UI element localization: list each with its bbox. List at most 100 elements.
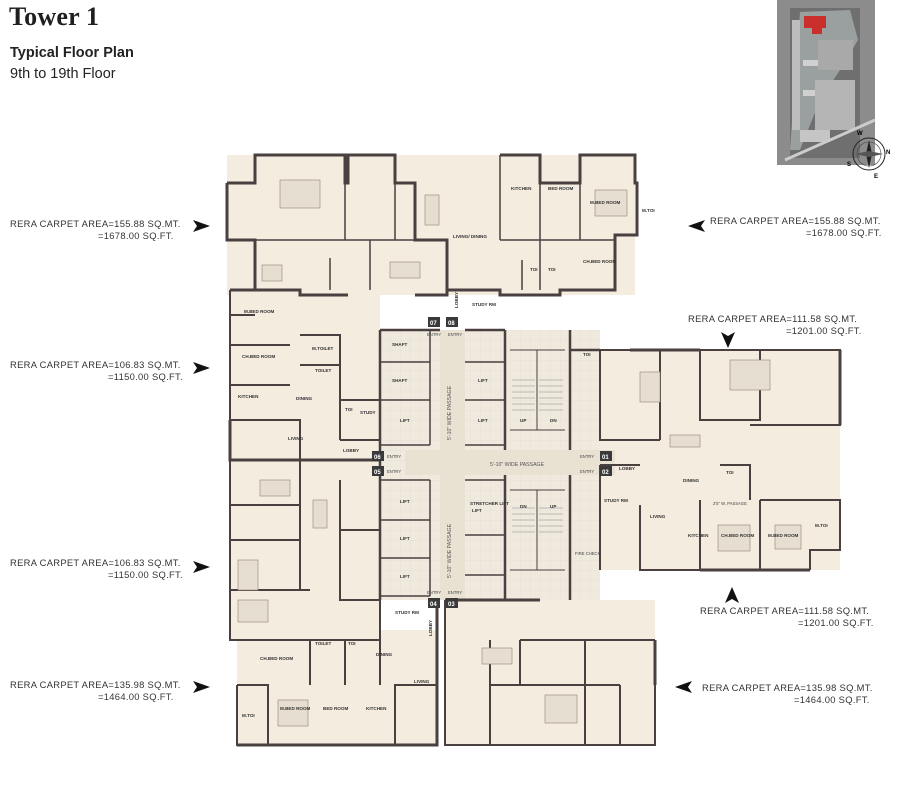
callout-right-lower: RERA CARPET AREA=111.58 SQ.MT. =1201.00 … [700, 605, 874, 629]
svg-text:STUDY RM: STUDY RM [604, 498, 628, 503]
svg-text:03: 03 [448, 602, 455, 608]
arrow-right-icon [193, 681, 210, 693]
svg-text:5'-10" WIDE PASSAGE: 5'-10" WIDE PASSAGE [447, 385, 453, 440]
callout-top-right: RERA CARPET AREA=155.88 SQ.MT. =1678.00 … [710, 215, 882, 239]
svg-text:LIFT: LIFT [478, 418, 488, 423]
svg-text:ENTRY: ENTRY [580, 454, 594, 459]
svg-text:LIVING: LIVING [414, 679, 430, 684]
svg-text:STRETCHER LIFT: STRETCHER LIFT [470, 501, 509, 506]
floor-range: 9th to 19th Floor [10, 66, 116, 82]
svg-text:TOI: TOI [345, 407, 353, 412]
svg-text:TOI: TOI [726, 470, 734, 475]
callout-right-upper: RERA CARPET AREA=111.58 SQ.MT. =1201.00 … [688, 313, 862, 337]
svg-text:LOBBY: LOBBY [454, 292, 459, 308]
svg-text:KITCHEN: KITCHEN [511, 186, 532, 191]
callout-left-lower: RERA CARPET AREA=106.83 SQ.MT. =1150.00 … [10, 557, 183, 581]
svg-text:TOI: TOI [548, 267, 556, 272]
stair-treads [512, 379, 563, 533]
svg-text:ENTRY: ENTRY [427, 590, 441, 595]
svg-text:CH.BED ROOM: CH.BED ROOM [583, 259, 616, 264]
svg-text:LIFT: LIFT [400, 574, 410, 579]
arrow-down-icon [721, 332, 735, 348]
svg-text:M.TOILET: M.TOILET [312, 346, 334, 351]
svg-text:5'-10" WIDE PASSAGE: 5'-10" WIDE PASSAGE [490, 462, 545, 468]
callout-top-left: RERA CARPET AREA=155.88 SQ.MT. =1678.00 … [10, 218, 181, 242]
svg-text:LIVING/ DINING: LIVING/ DINING [453, 234, 487, 239]
svg-text:BED ROOM: BED ROOM [323, 706, 348, 711]
callout-bottom-right: RERA CARPET AREA=135.98 SQ.MT. =1464.00 … [702, 682, 873, 706]
svg-text:SHAFT: SHAFT [392, 378, 408, 383]
carpet-area-sqft: =1150.00 SQ.FT. [108, 569, 183, 580]
svg-text:CH.BED ROOM: CH.BED ROOM [260, 656, 293, 661]
arrow-left-icon [675, 681, 692, 693]
svg-text:TOI: TOI [348, 641, 356, 646]
svg-text:LOBBY: LOBBY [619, 466, 635, 471]
svg-text:ENTRY: ENTRY [387, 454, 401, 459]
carpet-area-sqft: =1678.00 SQ.FT. [806, 227, 882, 238]
svg-text:04: 04 [430, 602, 437, 608]
svg-text:M.BED ROOM: M.BED ROOM [244, 309, 275, 314]
svg-text:08: 08 [448, 321, 455, 327]
svg-text:UP: UP [520, 418, 526, 423]
svg-text:STUDY RM: STUDY RM [472, 302, 496, 307]
svg-text:KITCHEN: KITCHEN [688, 533, 709, 538]
svg-text:FIRE CHECK: FIRE CHECK [575, 551, 601, 556]
svg-text:LOBBY: LOBBY [343, 448, 359, 453]
svg-text:2'5" W. PASSAGE: 2'5" W. PASSAGE [713, 501, 747, 506]
svg-text:LOBBY: LOBBY [428, 620, 433, 636]
arrow-right-icon [193, 220, 210, 232]
svg-text:ENTRY: ENTRY [387, 469, 401, 474]
svg-text:LIFT: LIFT [472, 508, 482, 513]
arrow-up-icon [725, 587, 739, 603]
carpet-area-sqft: =1201.00 SQ.FT. [786, 325, 862, 336]
svg-text:ENTRY: ENTRY [427, 332, 441, 337]
svg-text:ENTRY: ENTRY [448, 332, 462, 337]
carpet-area-sqmt: RERA CARPET AREA=111.58 SQ.MT. [688, 313, 858, 324]
svg-text:TOILET: TOILET [315, 641, 331, 646]
carpet-area-sqmt: RERA CARPET AREA=106.83 SQ.MT. [10, 359, 181, 370]
passage-vertical [440, 330, 465, 600]
svg-text:TOILET: TOILET [315, 368, 331, 373]
room-labels: KITCHEN BED ROOM M.BED ROOM M.TOI LIVING… [238, 186, 828, 718]
svg-text:LIFT: LIFT [400, 499, 410, 504]
callout-arrows [193, 220, 739, 693]
svg-text:KITCHEN: KITCHEN [238, 394, 259, 399]
svg-text:TOI: TOI [583, 352, 591, 357]
carpet-area-sqmt: RERA CARPET AREA=155.88 SQ.MT. [710, 215, 881, 226]
svg-text:06: 06 [374, 455, 381, 461]
svg-text:DINING: DINING [376, 652, 393, 657]
svg-text:SHAFT: SHAFT [392, 342, 408, 347]
svg-text:07: 07 [430, 321, 437, 327]
callout-left-upper: RERA CARPET AREA=106.83 SQ.MT. =1150.00 … [10, 359, 183, 383]
svg-text:M.BED ROOM: M.BED ROOM [280, 706, 311, 711]
svg-text:01: 01 [602, 455, 609, 461]
carpet-area-sqft: =1678.00 SQ.FT. [98, 230, 174, 241]
plan-subtitle: Typical Floor Plan [10, 45, 134, 61]
carpet-area-sqmt: RERA CARPET AREA=111.58 SQ.MT. [700, 605, 870, 616]
arrow-left-icon [688, 220, 705, 232]
svg-text:STUDY: STUDY [360, 410, 376, 415]
svg-text:CH.BED ROOM: CH.BED ROOM [721, 533, 754, 538]
svg-text:TOI: TOI [530, 267, 538, 272]
walls [225, 153, 842, 747]
arrow-right-icon [193, 561, 210, 573]
svg-text:UP: UP [550, 504, 556, 509]
furniture [237, 179, 802, 727]
svg-text:CH.BED ROOM: CH.BED ROOM [242, 354, 275, 359]
carpet-area-sqft: =1201.00 SQ.FT. [798, 617, 874, 628]
svg-text:LIFT: LIFT [400, 418, 410, 423]
callout-bottom-left: RERA CARPET AREA=135.98 SQ.MT. =1464.00 … [10, 679, 181, 703]
svg-text:LIVING: LIVING [650, 514, 666, 519]
carpet-area-sqmt: RERA CARPET AREA=135.98 SQ.MT. [702, 682, 873, 693]
svg-text:M.TOI: M.TOI [242, 713, 255, 718]
carpet-area-sqmt: RERA CARPET AREA=135.98 SQ.MT. [10, 679, 181, 690]
page-title: Tower 1 [9, 2, 100, 31]
carpet-area-sqmt: RERA CARPET AREA=155.88 SQ.MT. [10, 218, 181, 229]
entry-tags: 07 08 ENTRY ENTRY 06 ENTRY 05 ENTRY ENTR… [372, 317, 612, 608]
arrow-right-icon [193, 362, 210, 374]
svg-text:ENTRY: ENTRY [448, 590, 462, 595]
carpet-area-sqmt: RERA CARPET AREA=106.83 SQ.MT. [10, 557, 181, 568]
svg-text:M.BED ROOM: M.BED ROOM [590, 200, 621, 205]
svg-text:STUDY RM: STUDY RM [395, 610, 419, 615]
svg-text:5'-10" WIDE PASSAGE: 5'-10" WIDE PASSAGE [447, 523, 453, 578]
